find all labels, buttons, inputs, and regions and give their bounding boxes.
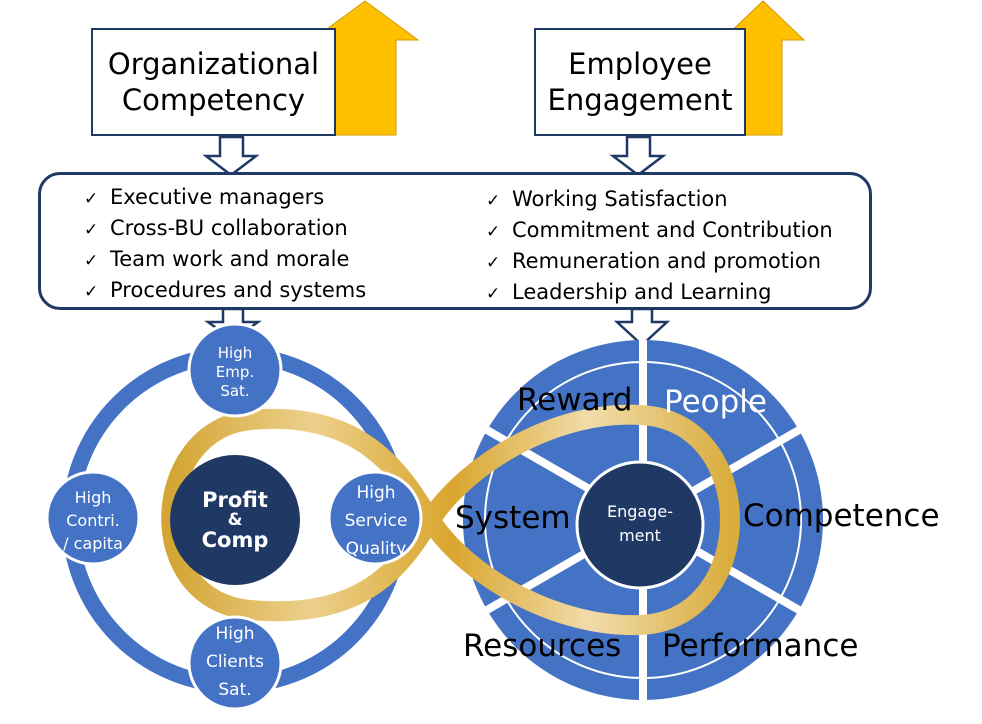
engagement-factors-list: ✓ Working Satisfaction ✓ Commitment and Co… <box>486 185 833 309</box>
list-item-label: Working Satisfaction <box>512 187 728 211</box>
check-icon: ✓ <box>486 222 501 242</box>
title-line: Organizational <box>107 47 320 81</box>
label-line: Service <box>344 511 408 531</box>
title-line: Employee <box>568 47 712 81</box>
label-line: Quality <box>345 539 407 559</box>
segment-reward: Reward <box>517 382 633 418</box>
list-item-label: Procedures and systems <box>110 278 367 302</box>
engagement-center-label: Engage-ment <box>585 500 695 548</box>
check-icon: ✓ <box>486 253 501 273</box>
label-line: High <box>74 488 112 507</box>
check-icon: ✓ <box>84 282 99 302</box>
node-left <box>45 470 141 566</box>
list-item-label: Leadership and Learning <box>512 280 772 304</box>
label-line: High <box>215 624 255 644</box>
segment-competence: Competence <box>743 498 940 534</box>
label-line: Sat. <box>218 680 252 700</box>
label-line: Contri. <box>66 511 120 530</box>
list-item-label: Team work and morale <box>110 247 350 271</box>
check-icon: ✓ <box>486 191 501 211</box>
list-item: ✓ Procedures and systems <box>84 276 366 307</box>
list-item-label: Commitment and Contribution <box>512 218 833 242</box>
label-line: Emp. <box>215 363 255 381</box>
segment-performance: Performance <box>662 628 859 664</box>
title-line: Competency <box>121 83 306 117</box>
list-item: ✓ Remuneration and promotion <box>486 247 833 278</box>
list-item: ✓ Cross-BU collaboration <box>84 214 366 245</box>
segment-people: People <box>664 384 767 420</box>
org-factors-list: ✓ Executive managers ✓ Cross-BU collaborat… <box>84 183 366 307</box>
label-line: High <box>356 483 396 503</box>
node-top <box>187 322 283 418</box>
label-line: Sat. <box>220 382 250 400</box>
infinity-ribbon <box>161 404 740 636</box>
list-item-label: Remuneration and promotion <box>512 249 822 273</box>
center-profit <box>170 455 300 585</box>
segment-resources: Resources <box>463 628 622 664</box>
list-item: ✓ Commitment and Contribution <box>486 216 833 247</box>
down-arrow-icon <box>613 307 671 347</box>
title-line: Engagement <box>547 83 733 117</box>
segment-system: System <box>455 500 571 536</box>
list-item: ✓ Executive managers <box>84 183 366 214</box>
list-item-label: Executive managers <box>110 185 325 209</box>
label-line: Engage- <box>607 502 673 521</box>
node-right <box>327 470 423 566</box>
list-item: ✓ Leadership and Learning <box>486 278 833 309</box>
check-icon: ✓ <box>84 251 99 271</box>
center-profit-label: Profit&Comp <box>185 488 285 552</box>
label-line: / capita <box>63 534 123 553</box>
label-line: & <box>227 510 243 530</box>
list-item: ✓ Working Satisfaction <box>486 185 833 216</box>
check-icon: ✓ <box>84 220 99 240</box>
list-item-label: Cross-BU collaboration <box>110 216 348 240</box>
label-line: Clients <box>205 652 265 672</box>
check-icon: ✓ <box>486 284 501 304</box>
check-icon: ✓ <box>84 189 99 209</box>
node-bottom <box>187 615 283 711</box>
down-arrow-icon <box>202 135 260 177</box>
label-line: ment <box>619 526 661 545</box>
label-line: Comp <box>201 528 269 552</box>
down-arrow-icon <box>609 135 667 177</box>
label-line: High <box>217 344 253 362</box>
label-line: Profit <box>202 488 268 512</box>
factors-box <box>38 172 872 310</box>
list-item: ✓ Team work and morale <box>84 245 366 276</box>
center-engagement <box>575 460 705 590</box>
